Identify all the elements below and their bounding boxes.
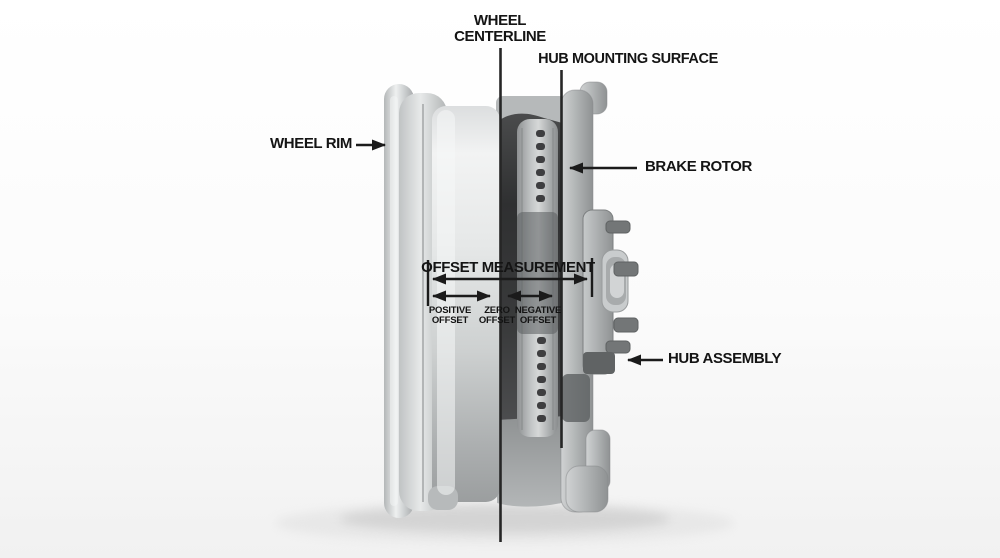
rim-farside-bottom [497, 416, 566, 507]
label-negative-offset: NEGATIVE OFFSET [514, 305, 562, 326]
wheel-stud [613, 317, 639, 333]
label-wheel-rim: WHEEL RIM [270, 135, 352, 152]
face-shadow-notch [562, 374, 590, 422]
label-hub-assembly: HUB ASSEMBLY [668, 350, 782, 367]
wheel-stud [613, 261, 639, 277]
rotor-vent-slots [536, 130, 546, 422]
label-offset-measurement: OFFSET MEASUREMENT [421, 259, 595, 276]
leader-arrows [356, 139, 663, 366]
wheel-rim-shape [384, 84, 500, 518]
label-positive-offset: POSITIVE OFFSET [428, 305, 472, 326]
label-brake-rotor: BRAKE ROTOR [645, 158, 752, 175]
label-hub-mounting-surface: HUB MOUNTING SURFACE [538, 51, 718, 67]
floor-shadow [275, 503, 735, 543]
label-wheel-centerline: WHEEL CENTERLINE [454, 12, 546, 45]
offset-measurement-graphics [426, 258, 594, 306]
hub-assembly-shape [582, 209, 639, 375]
label-zero-offset: ZERO OFFSET [478, 305, 516, 326]
wheel-stud [605, 220, 631, 234]
wheel-stud [605, 340, 631, 354]
